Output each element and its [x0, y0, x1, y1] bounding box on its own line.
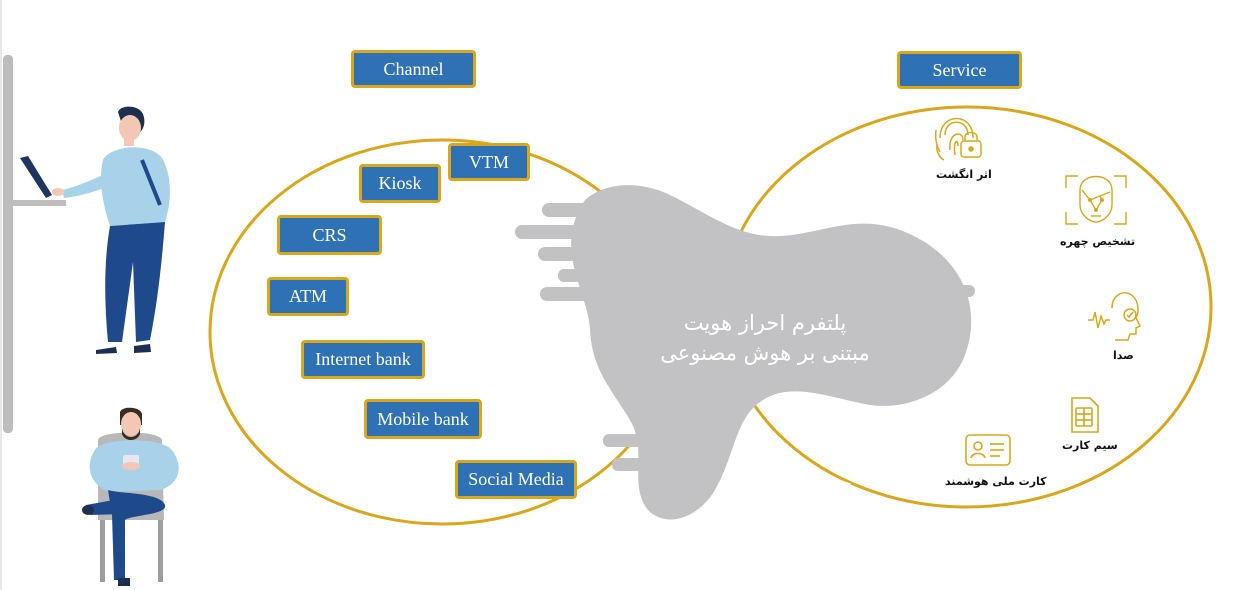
service-header: Service: [897, 51, 1022, 89]
channel-tag-crs: CRS: [277, 215, 382, 255]
channel-header: Channel: [351, 50, 476, 88]
sim-card-icon: [1071, 397, 1099, 433]
ellipse-gap: [758, 172, 776, 186]
channel-tag-kiosk: Kiosk: [359, 164, 441, 203]
ellipse-gap: [835, 478, 851, 492]
voice-recognition-icon: [1088, 292, 1142, 341]
kiosk-post: [3, 55, 13, 433]
seated-man-illustration: [82, 407, 179, 586]
platform-title-line-1: پلتفرم احراز هویت: [683, 311, 847, 335]
channel-tag-vtm: VTM: [448, 143, 530, 181]
standing-man-illustration: [12, 106, 170, 354]
channel-tag-atm: ATM: [267, 277, 349, 316]
service-label-fingerprint: اثر انگشت: [936, 168, 992, 181]
face-recognition-icon: [1065, 175, 1127, 225]
platform-title: پلتفرم احراز هویت مبتنی بر هوش مصنوعی: [640, 308, 890, 368]
id-card-icon: [965, 434, 1011, 466]
service-label-voice: صدا: [1113, 349, 1134, 362]
service-label-sim: سیم کارت: [1062, 439, 1118, 452]
service-label-smart-card: کارت ملی هوشمند: [945, 475, 1047, 488]
channel-tag-internet-bank: Internet bank: [301, 340, 425, 379]
platform-title-line-2: مبتنی بر هوش مصنوعی: [660, 341, 870, 365]
service-label-face: تشخیص چهره: [1060, 235, 1136, 248]
platform-blob: [515, 185, 975, 520]
channel-tag-social-media: Social Media: [455, 460, 577, 499]
fingerprint-lock-icon: [934, 117, 982, 161]
channel-tag-mobile-bank: Mobile bank: [364, 399, 482, 439]
